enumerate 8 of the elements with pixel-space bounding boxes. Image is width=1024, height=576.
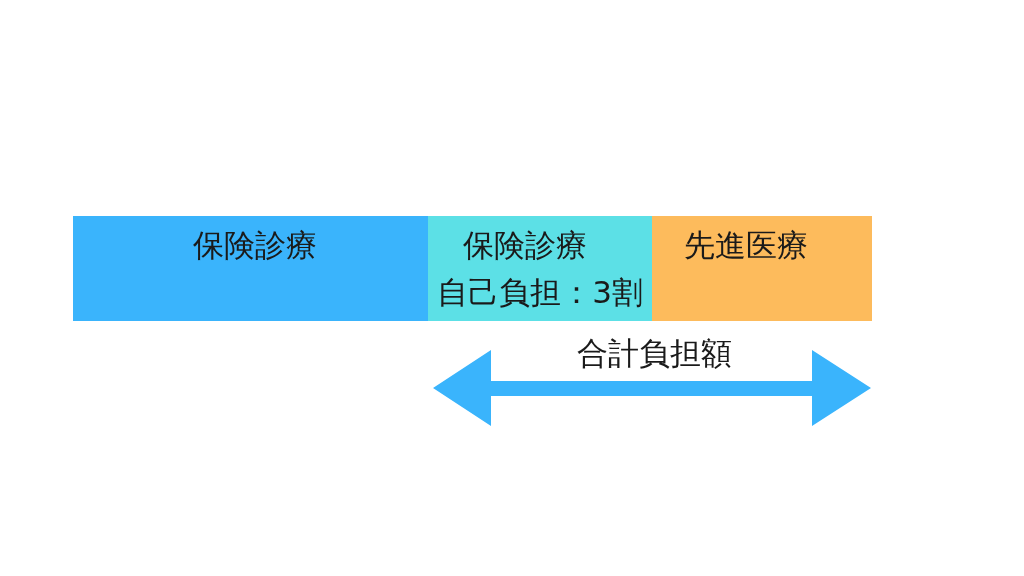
segment-label: 自己負担：3割 bbox=[437, 274, 643, 310]
bar-segment bbox=[428, 216, 652, 321]
segment-label: 先進医療 bbox=[684, 227, 808, 263]
segment-label: 保険診療 bbox=[192, 227, 317, 263]
span-label: 合計負担額 bbox=[576, 335, 732, 371]
bar-segment bbox=[652, 216, 872, 321]
segment-label: 保険診療 bbox=[463, 227, 587, 263]
bar-segment bbox=[73, 216, 428, 321]
